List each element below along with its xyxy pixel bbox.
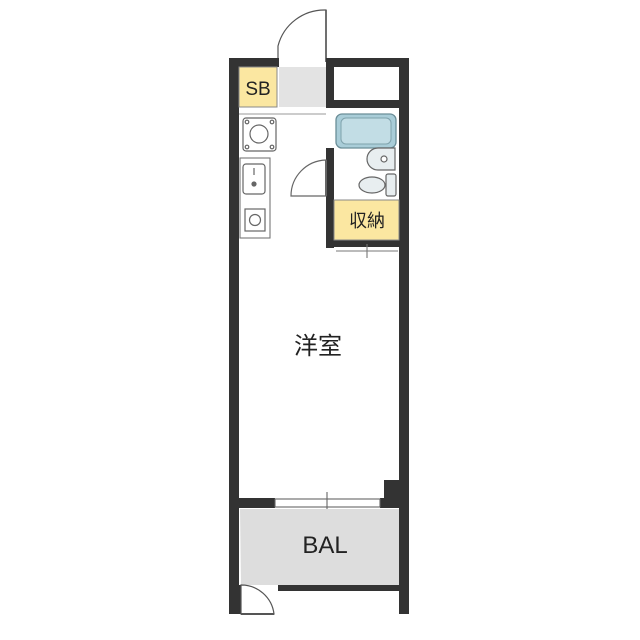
stove-icon [244, 208, 266, 232]
shoe-box [238, 66, 278, 108]
western-room-label: 洋室 [294, 332, 342, 360]
balcony-label: BAL [302, 532, 347, 559]
shoe-box-label: SB [245, 79, 270, 100]
balcony-window [274, 492, 381, 512]
storage-closet [333, 199, 400, 241]
balcony-floor [240, 509, 399, 585]
entry-door-icon [277, 9, 327, 62]
storage-label: 収納 [349, 211, 385, 232]
toilet-icon [358, 173, 397, 197]
washing-machine-pan-icon [242, 117, 277, 152]
washbasin-icon [366, 147, 396, 171]
kitchen-sink-icon [242, 163, 266, 195]
kitchen-counter [239, 157, 271, 239]
closet-door-icon [336, 244, 398, 258]
bathtub-icon [335, 113, 397, 149]
walls [229, 58, 409, 614]
entry-floor [279, 67, 326, 107]
bathroom-door-icon [290, 159, 327, 197]
balcony-door-icon [240, 584, 275, 615]
